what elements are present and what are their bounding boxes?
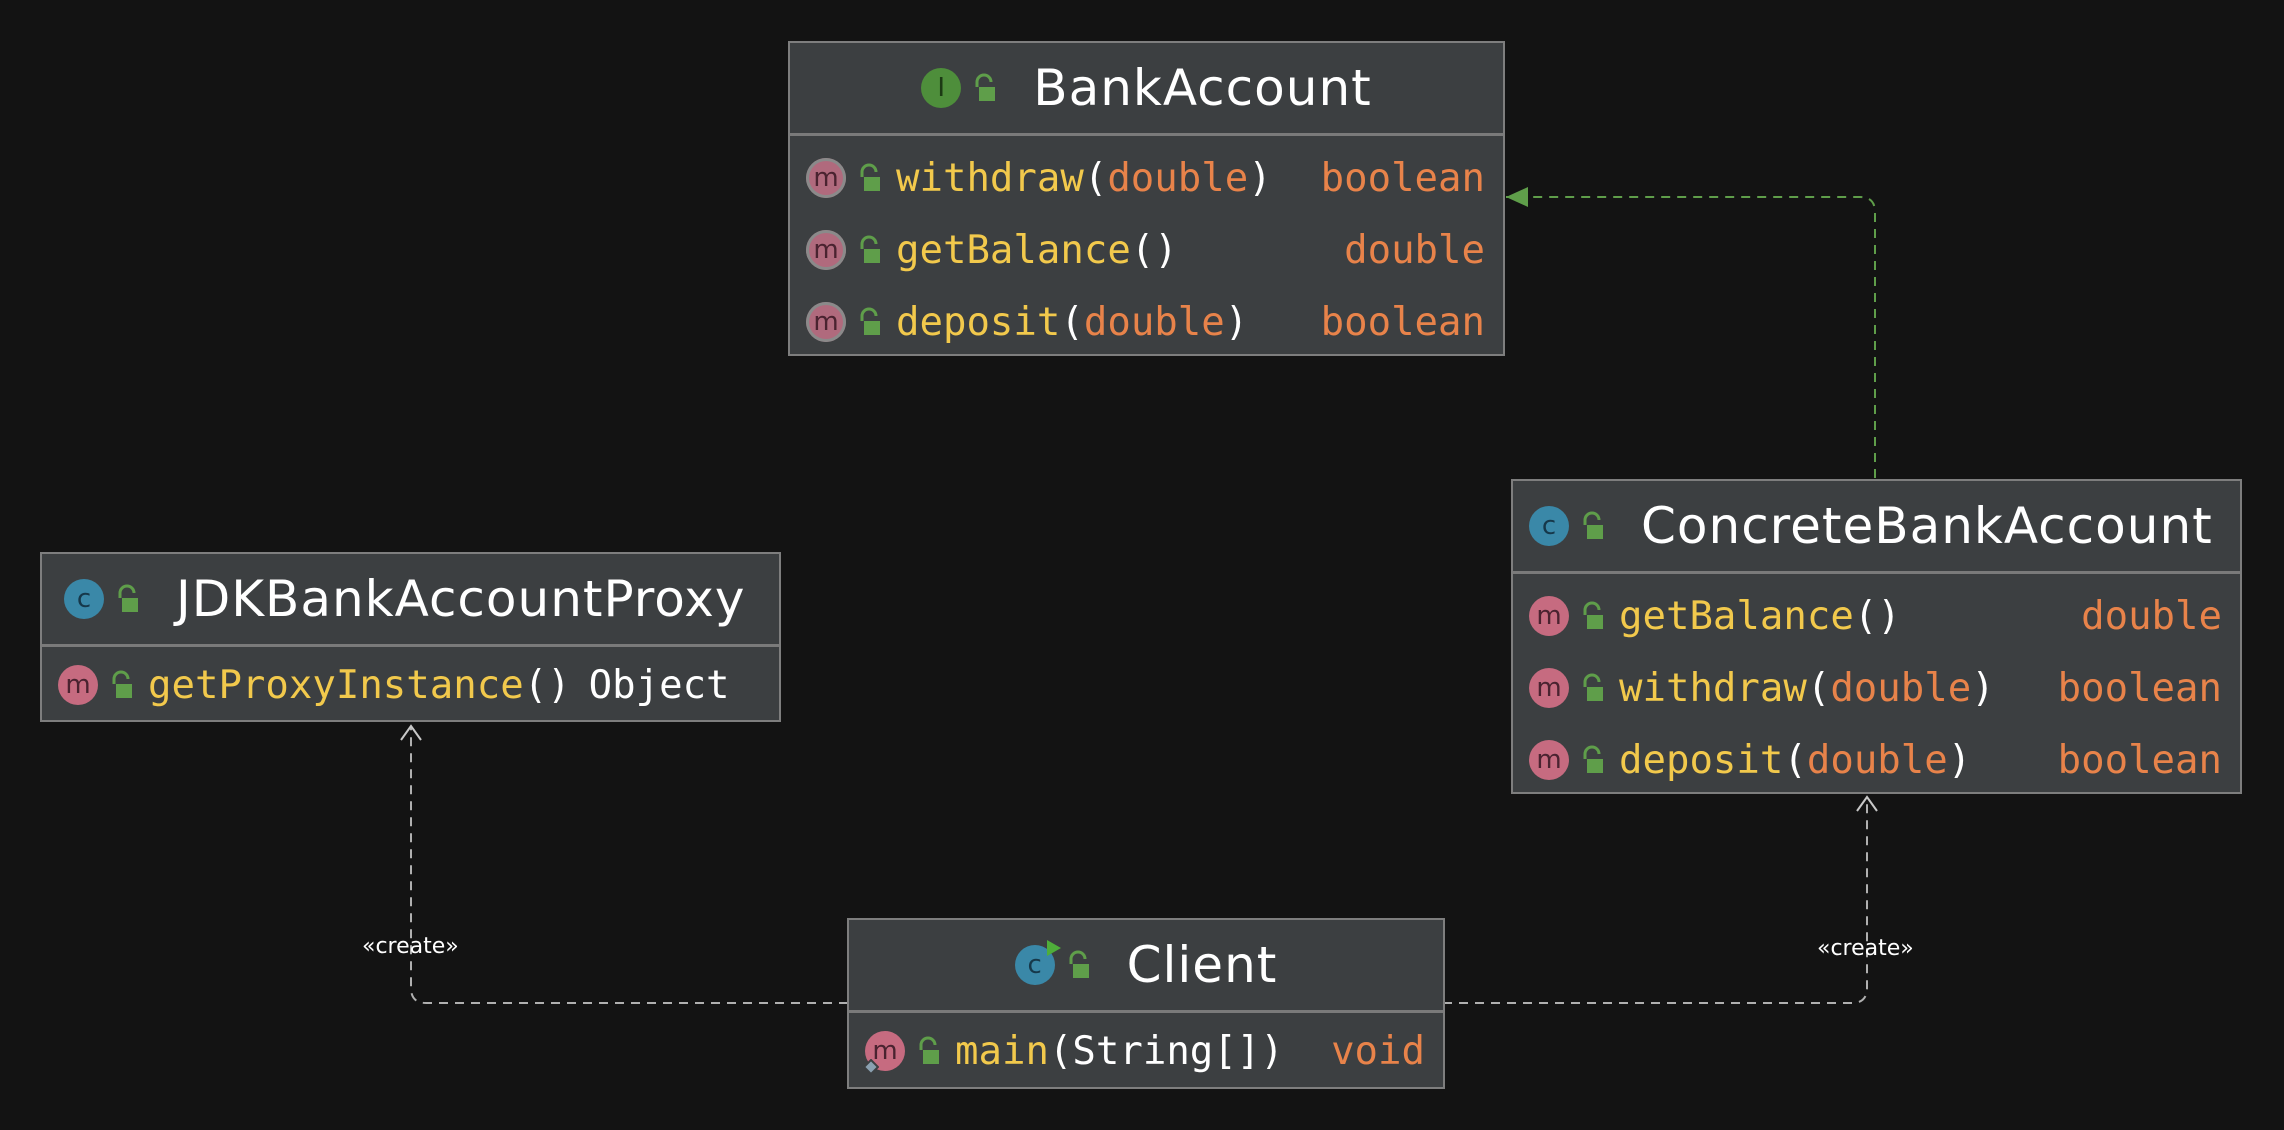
class-header: c ConcreteBankAccount xyxy=(1513,481,2240,574)
paren: ) xyxy=(1248,155,1272,201)
abstract-method-icon: m xyxy=(806,230,846,270)
class-node-client[interactable]: c Client m main(String[]) void xyxy=(847,918,1445,1089)
interface-icon: I xyxy=(921,68,962,108)
public-lock-icon xyxy=(1583,745,1603,773)
method-row[interactable]: m withdraw(double) boolean xyxy=(1513,652,2240,724)
class-node-jdkbankaccountproxy[interactable]: c JDKBankAccountProxy m getProxyInstance… xyxy=(40,552,781,722)
dependency-edge-client-to-proxy xyxy=(410,726,848,1004)
method-row[interactable]: m getBalance() double xyxy=(1513,580,2240,652)
paren: ( xyxy=(1783,737,1807,783)
method-name: getBalance xyxy=(1619,593,1854,639)
implements-edge-concrete-to-bankaccount xyxy=(1506,187,1876,478)
method-name: deposit xyxy=(1619,737,1784,783)
return-type: double xyxy=(2081,593,2222,639)
return-type: Object xyxy=(588,662,730,708)
static-method-icon: m xyxy=(863,1031,905,1075)
method-name: getProxyInstance xyxy=(148,662,524,708)
abstract-method-icon: m xyxy=(806,302,846,342)
method-row[interactable]: m withdraw(double) boolean xyxy=(790,142,1503,214)
param-type: double xyxy=(1107,155,1249,201)
class-header: c Client xyxy=(849,920,1443,1013)
paren: () xyxy=(1853,593,1901,639)
public-lock-icon xyxy=(860,163,880,191)
method-row[interactable]: m getProxyInstance() Object xyxy=(42,649,779,721)
class-title: Client xyxy=(1126,936,1278,994)
paren: () xyxy=(523,662,571,708)
param-type: double xyxy=(1806,737,1948,783)
method-row[interactable]: m deposit(double) boolean xyxy=(1513,724,2240,796)
public-lock-icon xyxy=(975,73,996,101)
run-arrow-icon xyxy=(1046,940,1061,956)
paren: ) xyxy=(1224,299,1249,345)
class-title: ConcreteBankAccount xyxy=(1641,497,2213,555)
public-lock-icon xyxy=(1069,950,1089,978)
public-lock-icon xyxy=(919,1036,939,1064)
method-name: deposit xyxy=(896,299,1061,345)
param-type: double xyxy=(1083,299,1225,345)
class-node-concretebankaccount[interactable]: c ConcreteBankAccount m getBalance() dou… xyxy=(1511,479,2242,794)
return-type: boolean xyxy=(2057,665,2222,711)
return-type: double xyxy=(1344,227,1485,273)
param-type: String[] xyxy=(1072,1028,1261,1074)
return-type: void xyxy=(1331,1028,1425,1074)
paren: () xyxy=(1130,227,1178,273)
dependency-edge-client-to-concrete xyxy=(1443,797,1868,1004)
class-title: JDKBankAccountProxy xyxy=(176,570,746,628)
paren: ( xyxy=(1048,1028,1073,1074)
dependency-arrowhead-concrete xyxy=(1856,795,1878,812)
public-lock-icon xyxy=(860,235,880,263)
class-title: BankAccount xyxy=(1033,59,1372,117)
static-marker-icon xyxy=(863,1059,879,1075)
return-type: boolean xyxy=(1320,155,1485,201)
method-row[interactable]: m deposit(double) boolean xyxy=(790,286,1503,358)
method-name: getBalance xyxy=(896,227,1131,273)
class-header: I BankAccount xyxy=(790,43,1503,136)
class-header: c JDKBankAccountProxy xyxy=(42,554,779,647)
method-icon: m xyxy=(1529,596,1569,636)
public-lock-icon xyxy=(1583,511,1603,539)
return-type: boolean xyxy=(1320,299,1485,345)
paren: ( xyxy=(1060,299,1084,345)
public-lock-icon xyxy=(118,584,138,612)
paren: ) xyxy=(1947,737,1972,783)
method-name: withdraw xyxy=(1619,665,1807,711)
public-lock-icon xyxy=(1583,601,1603,629)
method-icon: m xyxy=(1529,740,1569,780)
paren: ) xyxy=(1260,1028,1284,1074)
abstract-method-icon: m xyxy=(806,158,846,198)
method-icon: m xyxy=(58,665,98,705)
dependency-arrowhead-proxy xyxy=(400,724,422,741)
paren: ( xyxy=(1806,665,1831,711)
method-icon: m xyxy=(1529,668,1569,708)
create-label-proxy: «create» xyxy=(362,934,459,959)
class-node-bankaccount[interactable]: I BankAccount m withdraw(double) boolean… xyxy=(788,41,1505,356)
method-row[interactable]: m main(String[]) void xyxy=(849,1015,1443,1087)
method-name: main xyxy=(955,1028,1049,1074)
paren: ) xyxy=(1971,665,1995,711)
class-icon: c xyxy=(1529,506,1569,546)
class-icon: c xyxy=(64,579,104,619)
method-row[interactable]: m getBalance() double xyxy=(790,214,1503,286)
public-lock-icon xyxy=(1583,673,1603,701)
public-lock-icon xyxy=(860,307,880,335)
method-name: withdraw xyxy=(896,155,1084,201)
paren: ( xyxy=(1083,155,1108,201)
return-type: boolean xyxy=(2057,737,2222,783)
param-type: double xyxy=(1830,665,1972,711)
public-lock-icon xyxy=(112,670,132,698)
runnable-class-icon: c xyxy=(1014,940,1061,985)
create-label-concrete: «create» xyxy=(1817,936,1914,961)
